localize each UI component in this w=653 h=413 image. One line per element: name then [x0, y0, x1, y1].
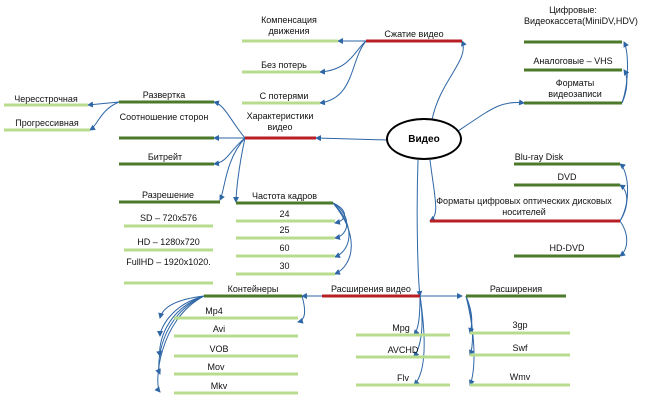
scan-label[interactable]: Развертка — [142, 90, 186, 100]
optical-item-hddvd[interactable]: HD-DVD — [549, 243, 585, 253]
connector-center-extensions — [416, 159, 423, 297]
containers-label[interactable]: Контейнеры — [227, 284, 279, 294]
resolution-item-sd[interactable]: SD – 720x576 — [139, 213, 198, 223]
scan-item-progressive[interactable]: Прогрессивная — [15, 118, 79, 128]
other-item-avchd[interactable]: AVCHD — [387, 345, 419, 355]
other-item-flv[interactable]: Flv — [397, 373, 409, 383]
container-item-mkv[interactable]: Mkv — [210, 381, 228, 391]
connector-center-characteristics — [315, 135, 389, 142]
recording-item-analog[interactable]: Аналоговые – VHS — [533, 56, 613, 66]
compression-item-lossless[interactable]: Без потерь — [261, 60, 307, 70]
recording-item-digital[interactable]: Цифровые: Видеокассета(MiniDV,HDV) — [524, 5, 638, 26]
frame-rate-item-30[interactable]: 30 — [279, 261, 290, 271]
container-item-vob[interactable]: VOB — [209, 344, 229, 354]
extension-item-swf[interactable]: Swf — [512, 343, 528, 353]
container-item-avi[interactable]: Avi — [212, 324, 226, 334]
characteristics-label[interactable]: Характеристики видео — [246, 111, 314, 132]
frame-rate-item-25[interactable]: 25 — [279, 225, 290, 235]
recording-label[interactable]: Форматы видеозаписи — [548, 78, 602, 99]
other-item-mpg[interactable]: Mpg — [392, 323, 410, 333]
connector-center-compression — [431, 40, 467, 121]
resolution-item-hd[interactable]: HD – 1280x720 — [137, 237, 200, 247]
compression-item-motion[interactable]: Компенсация движения — [261, 15, 317, 36]
scan-item-interlaced[interactable]: Чересстрочная — [14, 94, 78, 104]
aspect-ratio-label[interactable]: Соотношение сторон — [119, 112, 209, 122]
extension-item-wmv[interactable]: Wmv — [509, 372, 531, 382]
compression-label[interactable]: Сжатие видео — [384, 29, 444, 39]
connector-center-recording — [454, 99, 525, 134]
optical-label[interactable]: Форматы цифровых оптических дисковых нос… — [436, 196, 612, 217]
frame-rate-item-60[interactable]: 60 — [279, 243, 290, 253]
extensions-sub-label[interactable]: Расширения — [489, 284, 543, 294]
connector-center-optical — [429, 159, 437, 222]
frame-rate-item-24[interactable]: 24 — [279, 209, 290, 219]
extensions-label[interactable]: Расширения видео — [331, 284, 411, 294]
bitrate-label[interactable]: Битрейт — [147, 152, 183, 162]
frame-rate-label[interactable]: Частота кадров — [251, 191, 318, 201]
compression-item-lossy[interactable]: С потерями — [259, 91, 309, 101]
resolution-label[interactable]: Разрешение — [142, 190, 194, 200]
container-item-mov[interactable]: Mov — [207, 362, 225, 372]
container-item-mp4[interactable]: Mp4 — [205, 306, 223, 316]
optical-item-bluray[interactable]: Blu-ray Disk — [514, 152, 564, 162]
resolution-item-fullhd[interactable]: FullHD – 1920x1020. — [126, 257, 211, 267]
center-label: Видео — [408, 133, 440, 145]
center-node[interactable]: Видео — [386, 118, 462, 160]
optical-item-dvd[interactable]: DVD — [557, 172, 577, 182]
extension-item-3gp[interactable]: 3gp — [512, 320, 528, 330]
